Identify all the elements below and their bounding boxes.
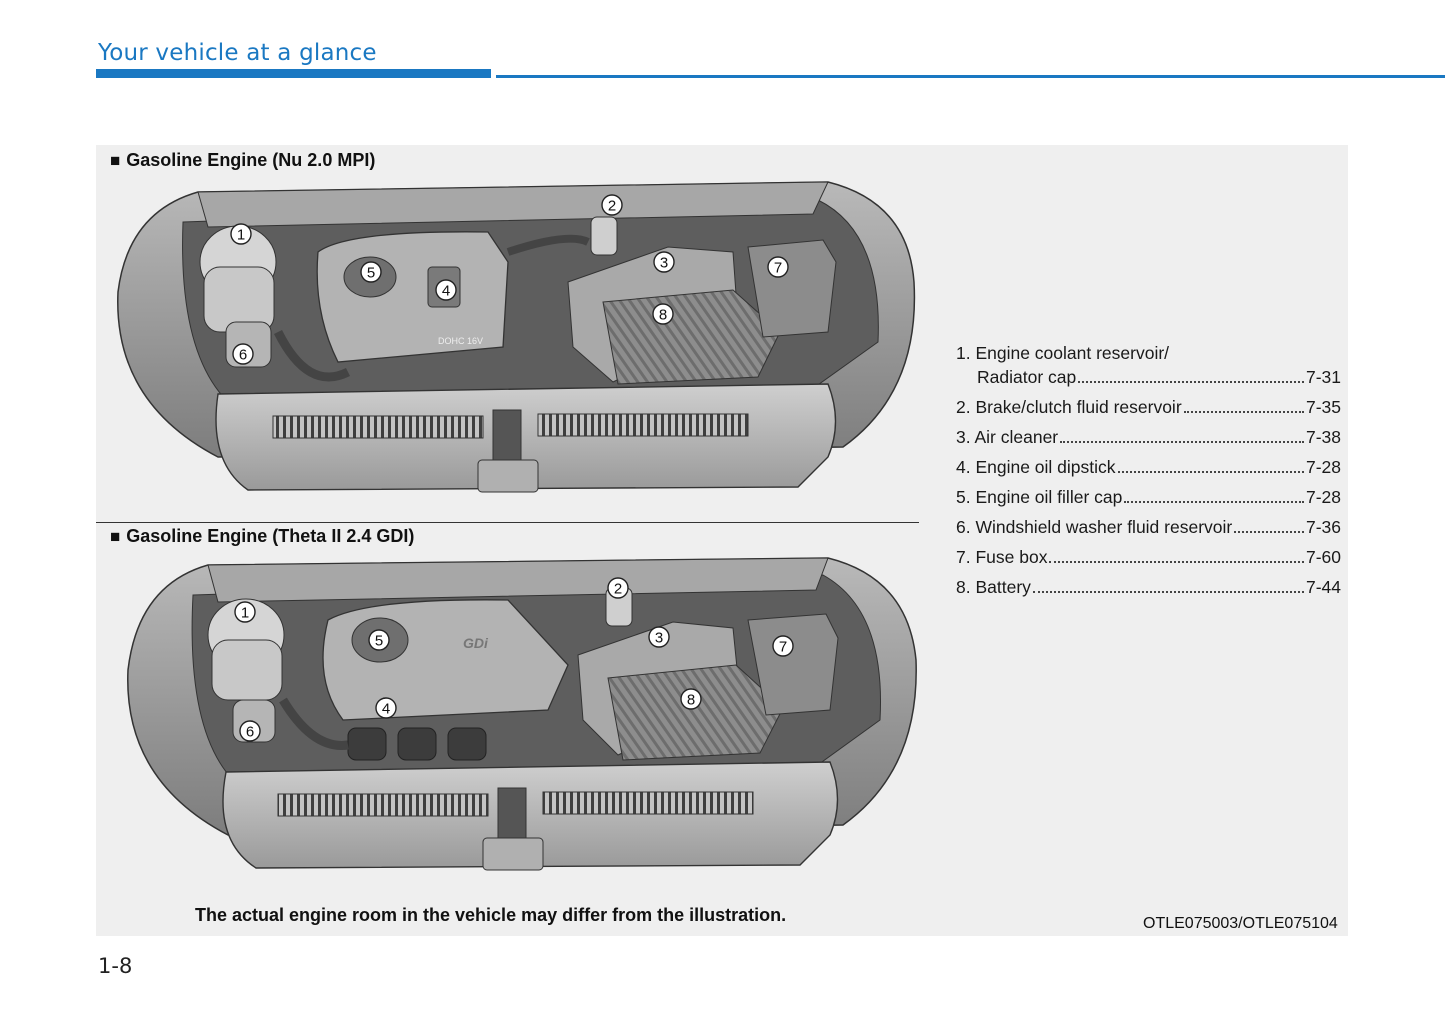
leader-dots xyxy=(1183,411,1304,413)
legend-item-text: 4. Engine oil dipstick xyxy=(956,457,1116,477)
legend-item-text: Radiator cap xyxy=(977,367,1077,387)
section-title-text: Gasoline Engine (Nu 2.0 MPI) xyxy=(126,150,376,170)
leader-dots xyxy=(1060,441,1304,443)
legend-page-ref: 7-38 xyxy=(1305,427,1341,447)
figure-code: OTLE075003/OTLE075104 xyxy=(1143,915,1338,932)
svg-text:6: 6 xyxy=(246,724,254,741)
callout-2: 2 xyxy=(601,194,623,216)
page-number: 1-8 xyxy=(98,954,133,978)
leader-dots xyxy=(1049,561,1304,563)
callout-6: 6 xyxy=(239,720,261,742)
legend-item: 6. Windshield washer fluid reservoir 7-36 xyxy=(956,516,1341,546)
svg-text:1: 1 xyxy=(237,227,245,244)
svg-text:7: 7 xyxy=(774,260,782,277)
component-legend: 1. Engine coolant reservoir/ Radiator ca… xyxy=(956,342,1341,606)
svg-text:4: 4 xyxy=(442,283,450,300)
header-rule-thin xyxy=(496,75,1445,78)
leader-dots xyxy=(1124,501,1304,503)
callout-1: 1 xyxy=(234,601,256,623)
legend-item-text: 3. Air cleaner xyxy=(956,427,1059,447)
callout-2: 2 xyxy=(607,577,629,599)
callout-5: 5 xyxy=(368,629,390,651)
legend-item: Radiator cap 7-31 xyxy=(956,366,1341,396)
legend-item-text: 5. Engine oil filler cap xyxy=(956,487,1123,507)
svg-text:1: 1 xyxy=(241,605,249,622)
svg-text:2: 2 xyxy=(608,198,616,215)
callout-7: 7 xyxy=(767,256,789,278)
legend-item: 1. Engine coolant reservoir/ xyxy=(956,342,1341,366)
section-header-title: Your vehicle at a glance xyxy=(98,40,377,66)
engine-mark-text: DOHC 16V xyxy=(438,336,483,346)
legend-page-ref: 7-28 xyxy=(1305,457,1341,477)
legend-page-ref: 7-44 xyxy=(1305,577,1341,597)
illustration-disclaimer: The actual engine room in the vehicle ma… xyxy=(195,905,787,925)
callout-6: 6 xyxy=(232,343,254,365)
callout-1: 1 xyxy=(230,223,252,245)
section-title-text: Gasoline Engine (Theta II 2.4 GDI) xyxy=(126,526,415,546)
leader-dots xyxy=(1234,531,1304,533)
svg-text:8: 8 xyxy=(659,307,667,324)
legend-item-text: 1. Engine coolant reservoir/ xyxy=(956,343,1170,363)
legend-item-text: 8. Battery xyxy=(956,577,1031,597)
svg-text:5: 5 xyxy=(375,633,383,650)
svg-text:2: 2 xyxy=(614,581,622,598)
svg-text:3: 3 xyxy=(655,630,663,647)
legend-item: 4. Engine oil dipstick 7-28 xyxy=(956,456,1341,486)
header-rule-thick xyxy=(96,69,491,78)
callout-4: 4 xyxy=(435,279,457,301)
legend-page-ref: 7-35 xyxy=(1305,397,1341,417)
section-title-nu: ■ Gasoline Engine (Nu 2.0 MPI) xyxy=(110,150,375,171)
legend-item: 8. Battery 7-44 xyxy=(956,576,1341,606)
legend-item-text: 6. Windshield washer fluid reservoir xyxy=(956,517,1233,537)
leader-dots xyxy=(1032,591,1304,593)
legend-page-ref: 7-36 xyxy=(1305,517,1341,537)
leader-dots xyxy=(1117,471,1304,473)
callout-5: 5 xyxy=(360,261,382,283)
legend-page-ref: 7-28 xyxy=(1305,487,1341,507)
callout-3: 3 xyxy=(648,626,670,648)
section-divider xyxy=(96,522,919,523)
callout-4: 4 xyxy=(375,697,397,719)
legend-item: 7. Fuse box 7-60 xyxy=(956,546,1341,576)
svg-text:3: 3 xyxy=(660,255,668,272)
svg-text:7: 7 xyxy=(779,639,787,656)
legend-item: 5. Engine oil filler cap 7-28 xyxy=(956,486,1341,516)
engine-mark-text: GDi xyxy=(463,635,489,651)
engine-illustration-theta: GDi 1 2 3 4 5 6 7 8 xyxy=(127,557,917,871)
bullet-square: ■ xyxy=(110,527,121,546)
section-title-theta: ■ Gasoline Engine (Theta II 2.4 GDI) xyxy=(110,526,414,547)
svg-text:8: 8 xyxy=(687,692,695,709)
callout-3: 3 xyxy=(653,251,675,273)
bullet-square: ■ xyxy=(110,151,121,170)
engine-illustration-nu: DOHC 16V 1 2 3 4 5 6 7 8 xyxy=(117,181,916,493)
legend-item: 3. Air cleaner 7-38 xyxy=(956,426,1341,456)
legend-item-text: 2. Brake/clutch fluid reservoir xyxy=(956,397,1182,417)
leader-dots xyxy=(1078,381,1304,383)
legend-page-ref: 7-60 xyxy=(1305,547,1341,567)
svg-text:6: 6 xyxy=(239,347,247,364)
svg-text:5: 5 xyxy=(367,265,375,282)
callout-8: 8 xyxy=(652,303,674,325)
callout-7: 7 xyxy=(772,635,794,657)
svg-text:4: 4 xyxy=(382,701,390,718)
legend-item-text: 7. Fuse box xyxy=(956,547,1048,567)
legend-item: 2. Brake/clutch fluid reservoir 7-35 xyxy=(956,396,1341,426)
callout-8: 8 xyxy=(680,688,702,710)
legend-page-ref: 7-31 xyxy=(1305,367,1341,387)
